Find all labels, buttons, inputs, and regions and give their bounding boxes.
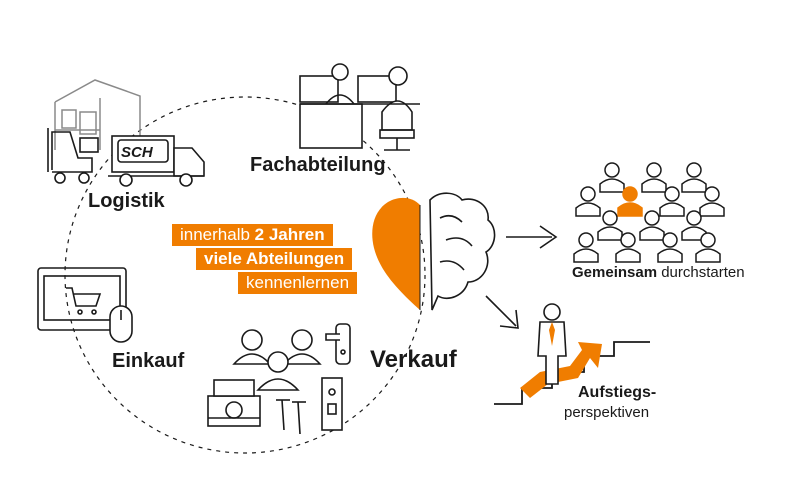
mouse-icon	[109, 305, 133, 343]
crowd-person-head	[644, 210, 660, 226]
warehouse-icon	[54, 79, 141, 150]
crowd-person-body	[681, 226, 707, 241]
crowd-person-body	[695, 248, 721, 263]
crowd-person-body	[639, 226, 665, 241]
crowd-person-body	[575, 202, 601, 217]
crowd-person-head	[602, 210, 618, 226]
truck-icon	[108, 135, 205, 187]
crowd-person-head	[646, 162, 662, 178]
arrow-right-icon	[506, 225, 558, 249]
crowd-person-body	[699, 202, 725, 217]
crowd-person-head	[664, 186, 680, 202]
banner-line-1-pre: innerhalb	[180, 225, 255, 244]
brain-icon	[429, 192, 496, 311]
crowd-person-head	[662, 232, 678, 248]
crowd-person-head	[578, 232, 594, 248]
screw-icon	[276, 399, 306, 435]
crowd-person-head	[700, 232, 716, 248]
label-fachabteilung: Fachabteilung	[250, 154, 386, 176]
banner-line-2: viele Abteilungen	[196, 248, 353, 270]
crowd-person-head	[620, 232, 636, 248]
outcome-aufstiegs-1: Aufstiegs-	[578, 384, 657, 401]
forklift-icon	[47, 128, 99, 184]
heart-icon	[372, 197, 420, 310]
banner-line-1-bold: 2 Jahren	[254, 225, 325, 244]
computer-icon	[37, 267, 127, 331]
orange-rising-arrow	[520, 342, 602, 398]
label-einkauf: Einkauf	[112, 350, 185, 372]
crowd-person-body	[659, 202, 685, 217]
crowd-person-body	[641, 178, 667, 193]
label-verkauf: Verkauf	[370, 346, 457, 373]
door-handle-icon	[325, 323, 351, 365]
outcome-gemeinsam-bold: Gemeinsam	[572, 264, 658, 281]
headset-team-icon	[232, 329, 322, 391]
crowd-person-body	[681, 178, 707, 193]
outcome-gemeinsam: Gemeinsam durchstarten	[572, 264, 745, 281]
lock-icon	[321, 377, 343, 431]
outcome-aufstiegs-2: perspektiven	[564, 404, 650, 421]
crowd-person-head	[604, 162, 620, 178]
crowd-person-head	[686, 210, 702, 226]
crowd-person-body	[617, 202, 643, 217]
crowd-person-head	[686, 162, 702, 178]
banner-line-1: innerhalb 2 Jahren	[172, 224, 333, 246]
label-logistik: Logistik	[88, 190, 165, 212]
crowd-person-head	[704, 186, 720, 202]
person-icon	[537, 303, 567, 385]
crowd-person-body	[573, 248, 599, 263]
crowd-person-head	[580, 186, 596, 202]
saw-icon	[207, 379, 261, 427]
dashed-cycle-ring	[64, 96, 426, 454]
crowd-person-body	[615, 248, 641, 263]
banner-line-3: kennenlernen	[238, 272, 358, 294]
outcome-gemeinsam-rest: durchstarten	[657, 264, 745, 281]
crowd-person-head	[622, 186, 638, 202]
truck-lettering: SCH	[121, 144, 154, 161]
crowd-person-body	[599, 178, 625, 193]
crowd-person-body	[657, 248, 683, 263]
office-desk-icon	[299, 63, 420, 151]
crowd-icon	[573, 162, 725, 263]
arrow-diagonal-icon	[485, 295, 519, 329]
crowd-person-body	[597, 226, 623, 241]
